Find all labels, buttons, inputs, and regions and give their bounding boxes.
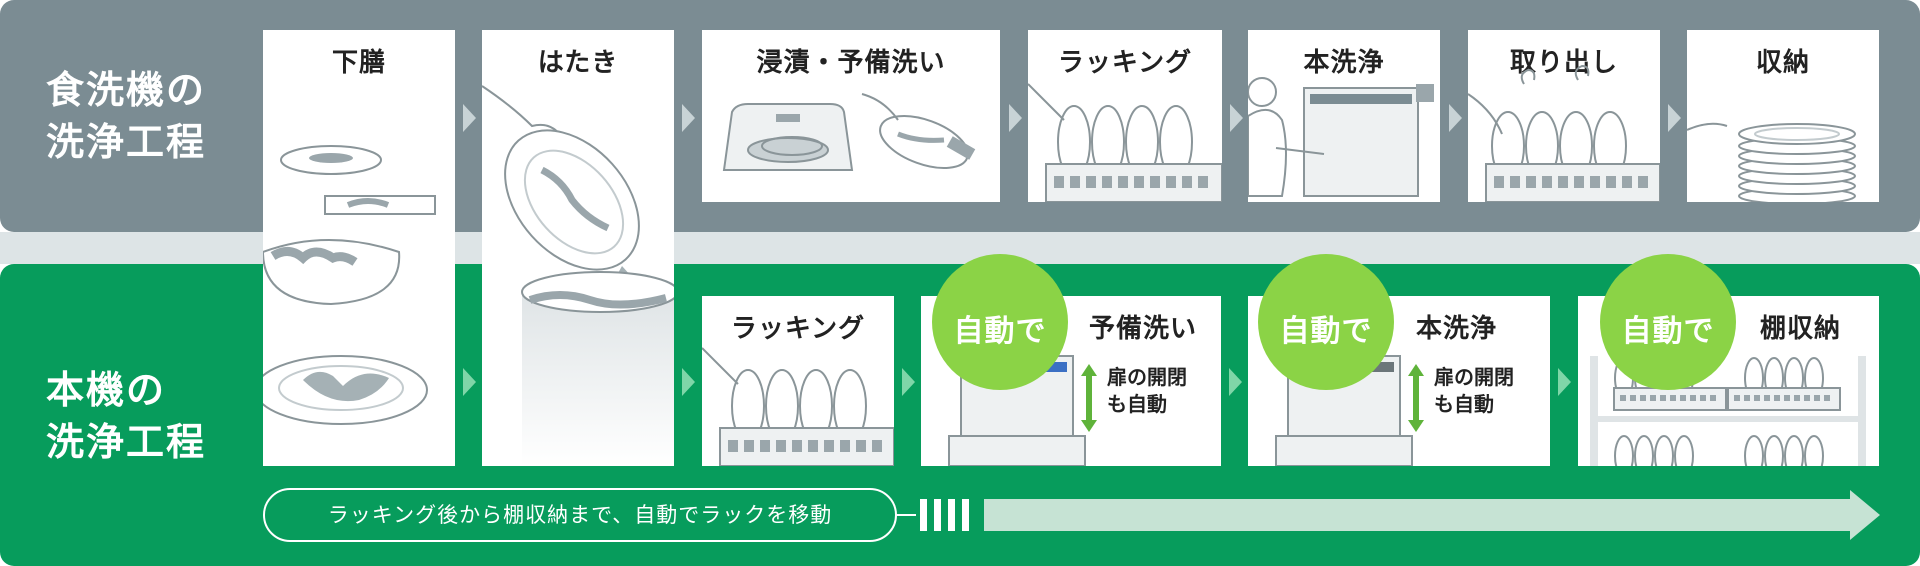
door-note-line: も自動 — [1107, 392, 1167, 416]
step-title: 予備洗い — [1089, 314, 1198, 344]
auto-badge-label: 自動で — [953, 314, 1047, 349]
step-title: ラッキング — [1057, 48, 1193, 78]
racking-plates-illustration — [1028, 83, 1222, 202]
door-auto-note: 扉の開閉 も自動 — [1434, 364, 1514, 418]
step-card-shelf-storage-auto: 棚収納 — [1578, 296, 1879, 466]
dishwasher-row-label: 食洗機の 洗浄工程 — [46, 64, 206, 168]
step-title: はたき — [537, 48, 619, 78]
door-note-line: 扉の開閉 — [1434, 365, 1514, 389]
step-title: 取り出し — [1509, 48, 1618, 78]
step-card-racking-auto: ラッキング — [702, 296, 894, 466]
step-title: ラッキング — [730, 314, 866, 344]
auto-badge-label: 自動で — [1279, 314, 1373, 349]
step-title: 棚収納 — [1760, 314, 1842, 344]
this-machine-row-label: 本機の 洗浄工程 — [46, 364, 206, 468]
dishwasher-operator-illustration — [1248, 77, 1434, 197]
scraping-plate-illustration — [482, 85, 674, 466]
flow-arrow — [1668, 104, 1681, 132]
door-note-line: も自動 — [1434, 392, 1494, 416]
flow-arrow — [682, 104, 695, 132]
step-title: 浸漬・予備洗い — [756, 48, 946, 78]
row-label-line: 本機の — [46, 368, 167, 412]
flow-arrow — [463, 104, 476, 132]
clearing-dishes-illustration — [263, 145, 436, 425]
flow-arrow — [1230, 104, 1243, 132]
auto-badge: 自動で — [932, 254, 1068, 390]
flow-arrow — [463, 368, 476, 396]
step-title: 本洗浄 — [1303, 48, 1385, 78]
step-card-main-wash: 本洗浄 — [1248, 30, 1440, 202]
auto-transport-caption: ラッキング後から棚収納まで、自動でラックを移動 — [263, 488, 897, 542]
step-card-storage: 収納 — [1687, 30, 1879, 202]
soak-sink-illustration — [722, 93, 976, 171]
door-note-line: 扉の開閉 — [1107, 365, 1187, 389]
flow-arrow — [1229, 368, 1242, 396]
flow-arrow — [1009, 104, 1022, 132]
step-card-clearing: 下膳 — [263, 30, 455, 466]
row-label-line: 食洗機の — [46, 68, 207, 112]
step-title: 下膳 — [331, 48, 386, 78]
stacked-plates-illustration — [1687, 122, 1856, 202]
racking-plates-illustration — [702, 347, 894, 466]
auto-transport-arrow — [896, 490, 1880, 540]
step-card-soak-prewash: 浸漬・予備洗い — [702, 30, 1000, 202]
step-card-scraping: はたき — [482, 30, 674, 466]
step-card-take-out: 取り出し — [1468, 30, 1660, 202]
auto-badge-label: 自動で — [1621, 314, 1715, 349]
step-title: 本洗浄 — [1416, 314, 1498, 344]
auto-badge: 自動で — [1258, 254, 1394, 390]
auto-badge: 自動で — [1600, 254, 1736, 390]
flow-arrow — [682, 368, 695, 396]
flow-arrow — [1558, 368, 1571, 396]
step-card-racking: ラッキング — [1028, 30, 1222, 202]
step-title: 収納 — [1755, 48, 1810, 78]
flow-arrow — [1449, 104, 1462, 132]
door-auto-note: 扉の開閉 も自動 — [1107, 364, 1187, 418]
row-label-line: 洗浄工程 — [46, 120, 207, 164]
row-label-line: 洗浄工程 — [46, 420, 207, 464]
take-out-plates-illustration — [1468, 64, 1660, 202]
flow-arrow — [902, 368, 915, 396]
